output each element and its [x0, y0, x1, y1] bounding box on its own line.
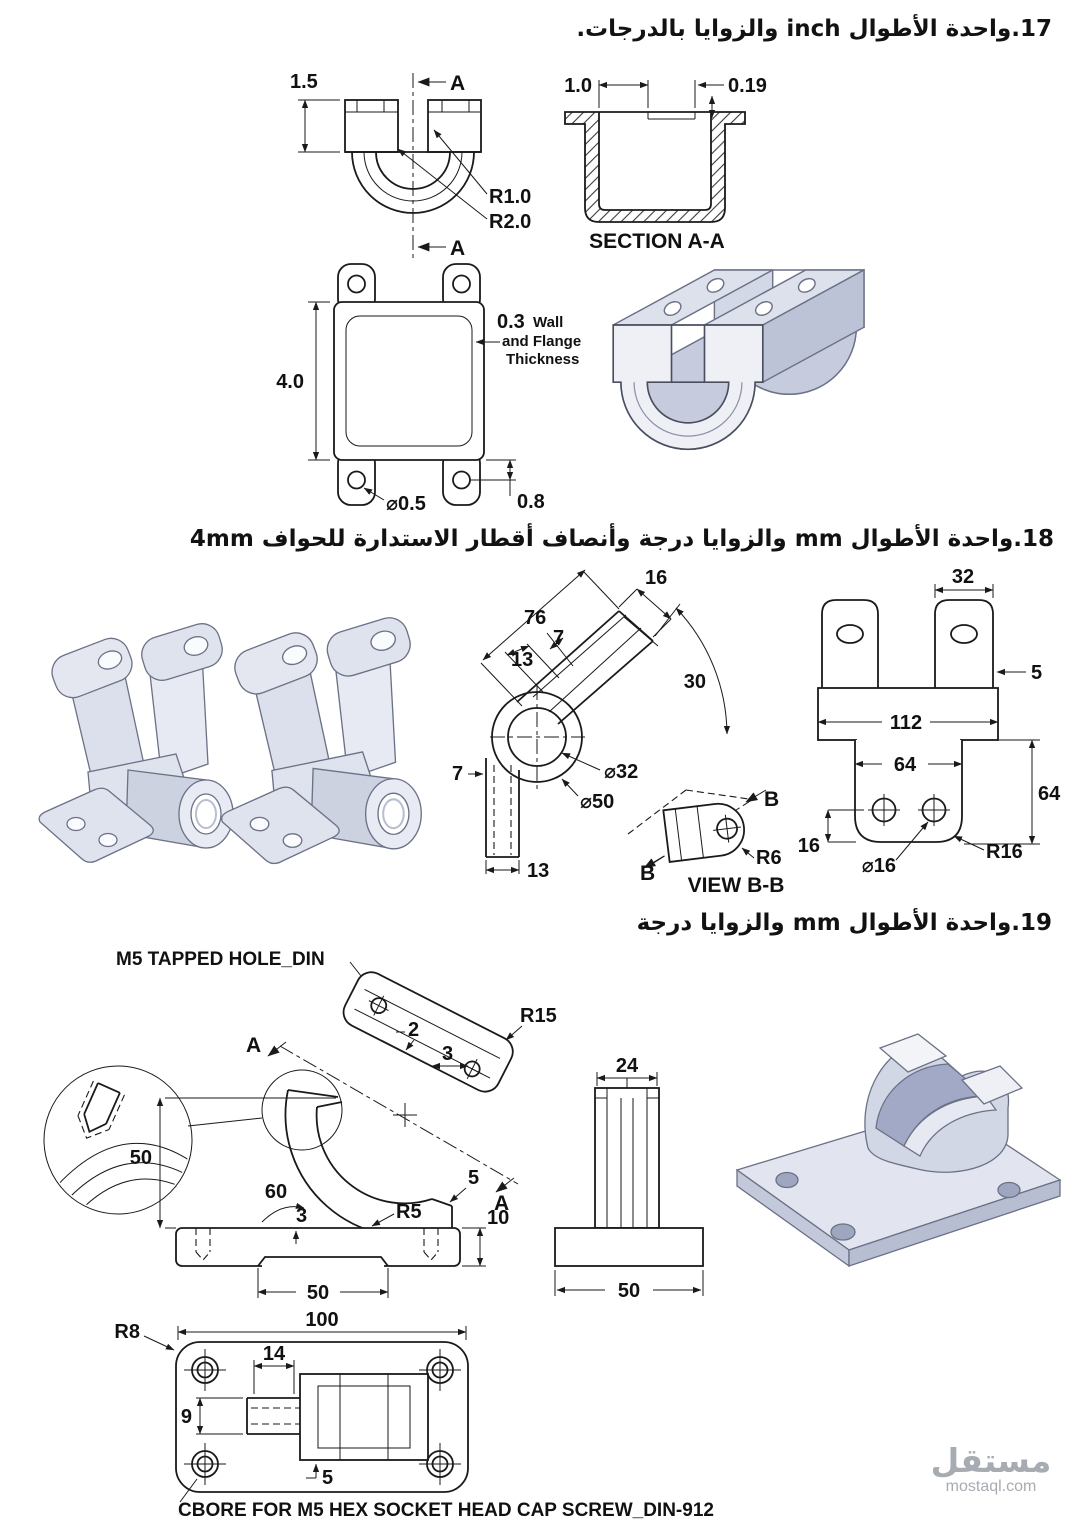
dim-lug-height: 64: [1038, 783, 1061, 805]
watermark-domain: mostaql.com: [945, 1478, 1037, 1495]
angled-plate: [342, 971, 514, 1093]
dim-arm-14: 14: [263, 1343, 286, 1365]
dim-fillet-inner: R1.0: [489, 186, 531, 208]
dim-height-50: 50: [130, 1147, 152, 1169]
dim-corner-r15: R15: [520, 1005, 557, 1027]
section-a-top: A: [246, 1034, 261, 1057]
dim-face-5: 5: [468, 1167, 479, 1189]
dim-recess-50: 50: [307, 1282, 329, 1304]
wall-note-1: Wall: [533, 314, 563, 331]
wall-note-3: Thickness: [506, 351, 579, 368]
dim-lug-radius: R16: [986, 841, 1023, 863]
section-label-top: A: [450, 72, 465, 95]
dim-step-b: 13: [511, 649, 533, 671]
ex18-fork-3d-right: [220, 612, 423, 865]
dim-rim-width: 1.0: [564, 75, 592, 97]
dim-hole-dia: ⌀0.5: [386, 493, 426, 515]
dim-arm-length: 76: [524, 607, 546, 629]
ex17-section-view: 1.0 0.19 SECTION A-A: [564, 75, 767, 253]
dim-arm-9: 9: [181, 1406, 192, 1428]
dim-r6: R6: [756, 847, 782, 869]
view-b-top-label: B: [764, 788, 779, 811]
dim-fillet-outer: R2.0: [489, 211, 531, 233]
view-b-bottom-label: B: [640, 862, 655, 885]
dim-length-100: 100: [305, 1309, 338, 1331]
dim-hole-offset: 0.8: [517, 491, 545, 513]
dim-wall-value: 0.3: [497, 311, 525, 333]
dim-hole-dia: ⌀16: [862, 855, 896, 877]
exercise-19-title: 19.واحدة الأطوال mm والزوايا درجة: [636, 910, 1052, 936]
ex18-front-view: 32 5 112 64 64 16 ⌀16 R16: [798, 566, 1061, 877]
exercise-17-title: 17.واحدة الأطوال inch والزوايا بالدرجات.: [576, 16, 1052, 42]
view-bb-caption: VIEW B-B: [688, 874, 785, 897]
ex17-top-view: 4.0 0.3 Wall and Flange Thickness ⌀0.5 0…: [276, 263, 581, 515]
dim-fillet-r5: R5: [396, 1201, 422, 1223]
dim-leg-offset: 7: [452, 763, 463, 785]
section-cut-body: [564, 111, 746, 223]
wall-note-2: and Flange: [502, 333, 581, 350]
dim-angle-30: 30: [684, 671, 706, 693]
dim-base-50: 50: [618, 1280, 640, 1302]
ex19-iso-view: [735, 1033, 1062, 1268]
ex17-iso-view: [612, 268, 865, 451]
dim-step-depth: 0.19: [728, 75, 767, 97]
dim-overall-width: 112: [890, 712, 922, 734]
ex17-front-view: 1.5 A A R1.0 R2.0: [290, 71, 531, 260]
dim-flange-height: 1.5: [290, 71, 318, 93]
watermark-word: مستقل: [930, 1441, 1052, 1480]
ex19-detail-circle: [43, 1065, 193, 1215]
dim-slot-width: 3: [442, 1043, 453, 1065]
exercise-18-title: 18.واحدة الأطوال mm والزوايا درجة وأنصاف…: [189, 526, 1054, 552]
dim-corner-r8: R8: [114, 1321, 140, 1343]
watermark: مستقل mostaql.com: [918, 1444, 1064, 1496]
dim-pad-3: 3: [296, 1205, 307, 1227]
dim-width-24: 24: [616, 1055, 639, 1077]
dim-hole-offset: 16: [798, 835, 820, 857]
dim-bore-dia: ⌀32: [604, 761, 638, 783]
ex18-view-bb: B B R6 VIEW B-B: [627, 788, 785, 897]
dim-ear-width: 32: [952, 566, 974, 588]
ex19-plan-view: 100 R8 14 9 5 CBORE FOR M5 HEX SOCKET HE…: [114, 1309, 714, 1521]
dim-plate-height: 4.0: [276, 371, 304, 393]
section-caption: SECTION A-A: [589, 230, 725, 253]
dim-leg-width: 13: [527, 860, 549, 882]
dim-angle-60: 60: [265, 1181, 287, 1203]
dim-boss-5: 5: [322, 1467, 333, 1489]
ex19-main-view: M5 TAPPED HOLE_DIN A A: [116, 949, 557, 1304]
dim-slot-width: 64: [894, 754, 917, 776]
dim-boss-dia: ⌀50: [580, 791, 614, 813]
section-label-bottom: A: [450, 237, 465, 260]
dim-step-a: 7: [553, 627, 564, 649]
cbore-note: CBORE FOR M5 HEX SOCKET HEAD CAP SCREW_D…: [178, 1500, 714, 1521]
section-a-bottom: A: [494, 1192, 509, 1215]
dim-base-thickness: 10: [487, 1207, 509, 1229]
tapped-hole-note: M5 TAPPED HOLE_DIN: [116, 949, 325, 970]
dim-ear-offset: 5: [1031, 662, 1042, 684]
dim-slot-depth: 2: [408, 1019, 419, 1041]
ex18-arm-view: 76 7 13 16 30 ⌀32 ⌀50 7 13: [452, 567, 731, 882]
ex19-side-view: 24 50: [554, 1055, 704, 1302]
dim-tip-width: 16: [645, 567, 667, 589]
ex18-fork-3d-left: [38, 618, 234, 864]
